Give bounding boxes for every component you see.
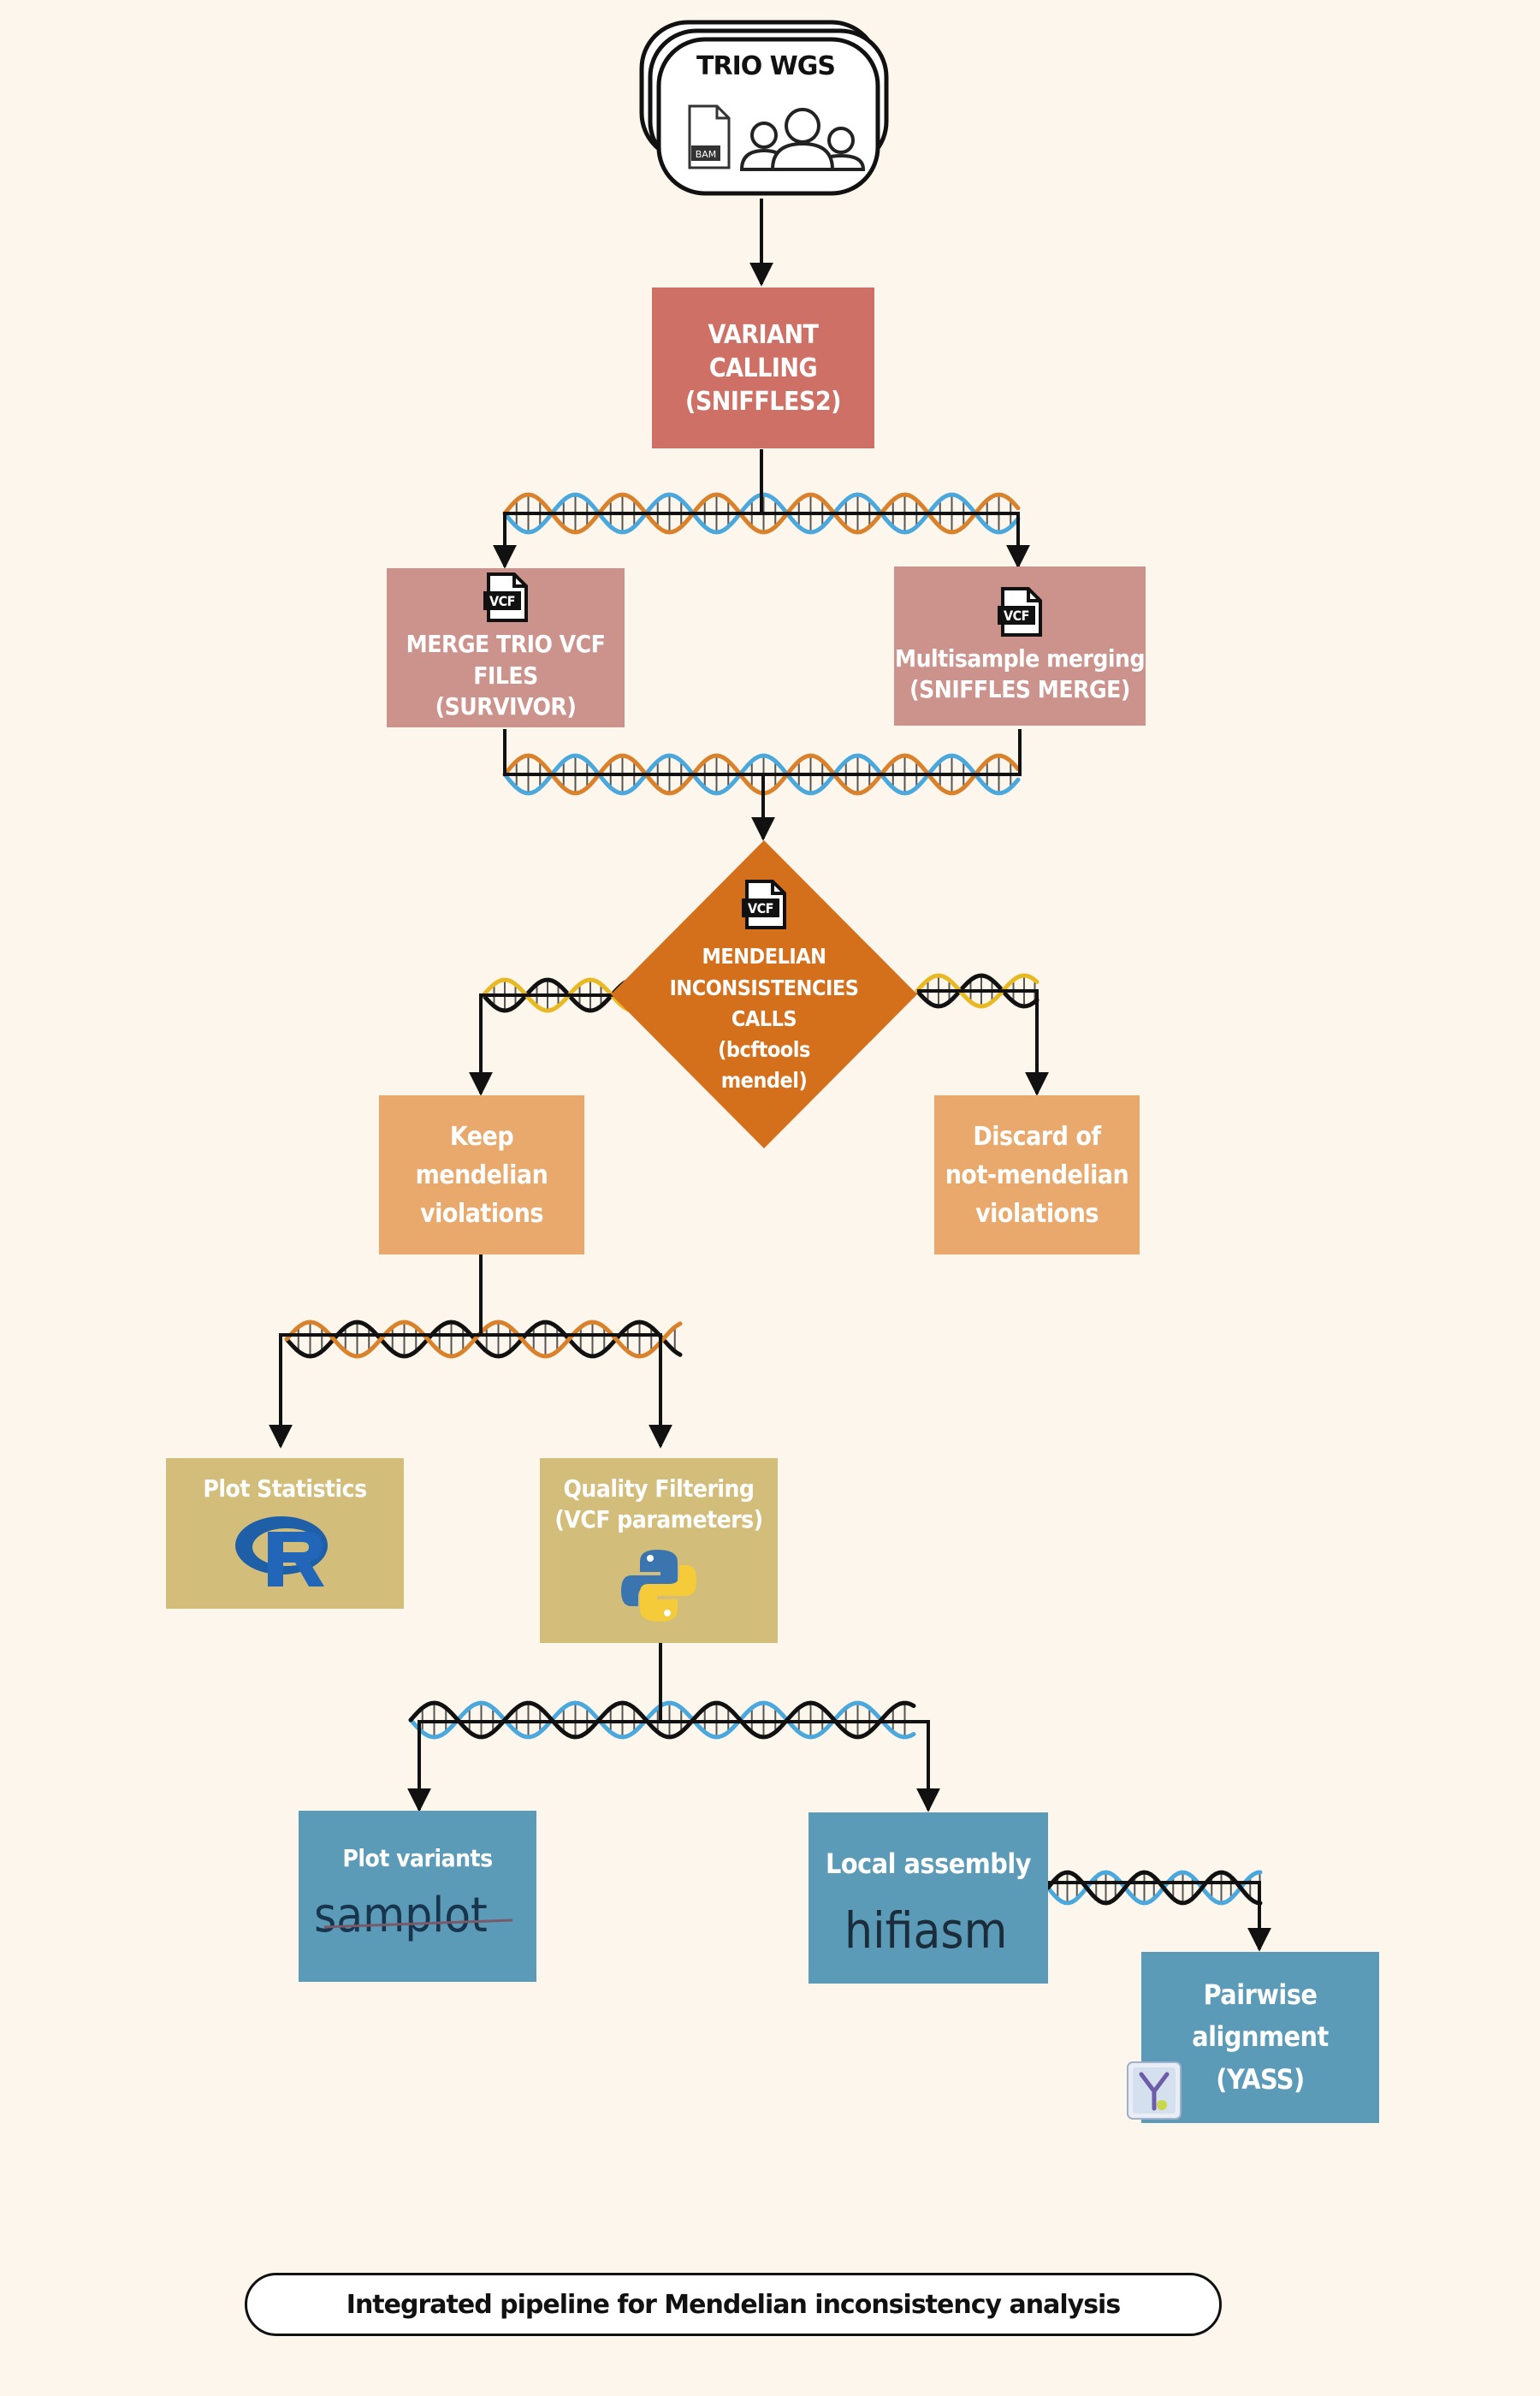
- arrow-mendelian-to-keep: [469, 993, 618, 1096]
- sniffles-merge-label: Multisample merging (SNIFFLES MERGE): [895, 643, 1145, 703]
- bam-file-icon: BAM: [688, 104, 731, 169]
- merge-survivor-node: VCF MERGE TRIO VCF FILES (SURVIVOR): [387, 568, 625, 727]
- bam-label: BAM: [696, 149, 717, 160]
- variant-calling-label: VARIANT CALLING (SNIFFLES2): [685, 319, 841, 417]
- vcf-icon-text: VCF: [1004, 608, 1029, 624]
- samplot-logo: samplot: [314, 1888, 488, 1943]
- arrow-calling-to-survivor: [493, 449, 763, 569]
- mendelian-calls-node: VCF MENDELIAN INCONSISTENCIES CALLS (bcf…: [660, 864, 868, 1112]
- dna-strand-5: [284, 1320, 683, 1359]
- discard-node: Discard of not-mendelian violations: [934, 1095, 1140, 1254]
- pipeline-caption: Integrated pipeline for Mendelian incons…: [245, 2273, 1222, 2336]
- connector-lines: [269, 199, 1271, 1952]
- mendelian-calls-label: MENDELIAN INCONSISTENCIES CALLS (bcftool…: [669, 944, 859, 1094]
- arrow-keep-to-plot-stats: [269, 1254, 483, 1449]
- arrow-quality-to-plot-variants: [407, 1641, 662, 1812]
- r-logo-icon: [235, 1516, 328, 1587]
- samplot-strike-line: [323, 1919, 513, 1929]
- plot-statistics-node: Plot Statistics: [166, 1458, 404, 1609]
- local-assembly-label: Local assembly: [826, 1847, 1031, 1880]
- arrow-merges-to-mendelian: [503, 729, 1022, 839]
- quality-filtering-label: Quality Filtering (VCF parameters): [554, 1474, 763, 1534]
- arrow-quality-to-local-assembly: [660, 1720, 940, 1812]
- mendelian-diamond-shape: [611, 840, 917, 1148]
- vcf-file-icon: VCF: [483, 572, 528, 623]
- vcf-file-icon: VCF: [998, 586, 1042, 637]
- arrow-keep-to-quality: [481, 1333, 672, 1449]
- people-group-icon: [739, 108, 866, 171]
- arrow-assembly-to-pairwise: [1047, 1881, 1271, 1952]
- pairwise-alignment-node: Pairwise alignment (YASS): [1141, 1952, 1379, 2123]
- plot-statistics-label: Plot Statistics: [203, 1474, 367, 1503]
- trio-wgs-title: TRIO WGS: [696, 51, 836, 81]
- variant-calling-node: VARIANT CALLING (SNIFFLES2): [652, 288, 874, 448]
- vcf-file-icon: VCF: [742, 880, 786, 930]
- sniffles-merge-node: VCF Multisample merging (SNIFFLES MERGE): [894, 566, 1146, 726]
- pairwise-alignment-label: Pairwise alignment (YASS): [1192, 1978, 1329, 2096]
- arrow-mendelian-to-discard: [917, 989, 1049, 1096]
- local-assembly-node: Local assembly hifiasm: [808, 1812, 1048, 1984]
- arrow-calling-to-sniffles-merge: [761, 512, 1030, 569]
- merge-survivor-label: MERGE TRIO VCF FILES (SURVIVOR): [406, 630, 606, 721]
- dna-strand-7: [1045, 1870, 1263, 1906]
- vcf-icon-text: VCF: [748, 900, 773, 916]
- yass-logo-icon: [1127, 2061, 1182, 2120]
- plot-variants-node: Plot variants samplot: [299, 1811, 536, 1982]
- python-logo-icon: [621, 1549, 696, 1622]
- discard-label: Discard of not-mendelian violations: [945, 1121, 1129, 1229]
- trio-wgs-node: BAM: [639, 20, 889, 196]
- hifiasm-logo: hifiasm: [844, 1901, 1008, 1960]
- keep-violations-label: Keep mendelian violations: [415, 1121, 548, 1229]
- quality-filtering-node: Quality Filtering (VCF parameters): [540, 1458, 778, 1643]
- plot-variants-label: Plot variants: [342, 1844, 493, 1872]
- keep-violations-node: Keep mendelian violations: [379, 1095, 584, 1254]
- vcf-icon-text: VCF: [489, 593, 515, 609]
